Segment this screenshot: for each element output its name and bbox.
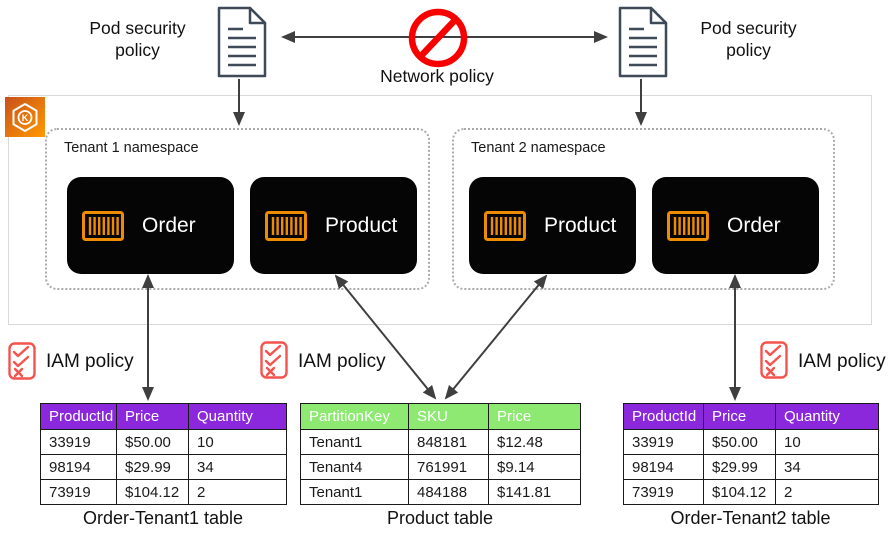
table-cell: Tenant1 xyxy=(300,479,409,505)
table-cell: $104.12 xyxy=(116,479,189,505)
pod-label: Product xyxy=(544,213,617,237)
table-cell: 34 xyxy=(775,454,879,480)
table-header-row: PartitionKey SKU Price xyxy=(300,403,581,430)
table-cell: $29.99 xyxy=(703,454,776,480)
table-cell: Tenant4 xyxy=(300,454,409,480)
table-cell: $141.81 xyxy=(488,479,581,505)
table-row: 33919 $50.00 10 xyxy=(40,429,287,455)
column-header: Price xyxy=(488,403,581,430)
container-icon xyxy=(265,210,307,241)
table-cell: 73919 xyxy=(40,479,117,505)
pod-order-tenant1: Order xyxy=(67,177,234,274)
pod-label: Order xyxy=(727,213,781,237)
iam-policy-label-middle: IAM policy xyxy=(298,351,386,372)
table-row: 98194 $29.99 34 xyxy=(623,454,879,480)
table-cell: $9.14 xyxy=(488,454,581,480)
pod-label: Order xyxy=(142,213,196,237)
iam-checklist-icon-right xyxy=(760,341,788,379)
column-header: Quantity xyxy=(775,403,879,430)
svg-text:K: K xyxy=(22,113,29,123)
table-cell: 484188 xyxy=(408,479,489,505)
pod-security-policy-label-right: Pod security policy xyxy=(700,18,797,60)
policy-document-icon-right xyxy=(618,6,668,78)
table-cell: 33919 xyxy=(40,429,117,455)
order-tenant1-table: ProductId Price Quantity 33919 $50.00 10… xyxy=(40,403,287,505)
tenant1-namespace: Tenant 1 namespace Order xyxy=(45,128,430,290)
table-cell: 761991 xyxy=(408,454,489,480)
table-cell: $50.00 xyxy=(116,429,189,455)
iam-policy-label-right: IAM policy xyxy=(798,351,886,372)
order-tenant2-table: ProductId Price Quantity 33919 $50.00 10… xyxy=(623,403,879,505)
container-icon xyxy=(667,210,709,241)
column-header: Quantity xyxy=(188,403,287,430)
table-cell: 10 xyxy=(188,429,287,455)
policy-document-icon-left xyxy=(217,6,267,78)
table-cell: 98194 xyxy=(623,454,704,480)
column-header: ProductId xyxy=(623,403,704,430)
table-cell: 2 xyxy=(188,479,287,505)
table-row: 73919 $104.12 2 xyxy=(40,479,287,505)
column-header: SKU xyxy=(408,403,489,430)
table-row: Tenant4 761991 $9.14 xyxy=(300,454,581,480)
container-icon xyxy=(82,210,124,241)
table-cell: 73919 xyxy=(623,479,704,505)
order-tenant2-table-caption: Order-Tenant2 table xyxy=(670,508,831,528)
column-header: ProductId xyxy=(40,403,117,430)
amazon-eks-icon: K xyxy=(5,97,45,137)
prohibition-icon xyxy=(408,8,468,68)
table-cell: $29.99 xyxy=(116,454,189,480)
tenant1-namespace-label: Tenant 1 namespace xyxy=(64,140,199,156)
table-cell: $104.12 xyxy=(703,479,776,505)
table-row: 73919 $104.12 2 xyxy=(623,479,879,505)
table-cell: 2 xyxy=(775,479,879,505)
iam-checklist-icon-middle xyxy=(260,341,288,379)
table-cell: 10 xyxy=(775,429,879,455)
pod-security-policy-label-left: Pod security policy xyxy=(89,18,186,60)
table-cell: 98194 xyxy=(40,454,117,480)
table-row: 98194 $29.99 34 xyxy=(40,454,287,480)
column-header: Price xyxy=(703,403,776,430)
tenant2-namespace-label: Tenant 2 namespace xyxy=(471,140,606,156)
pod-order-tenant2: Order xyxy=(652,177,819,274)
network-policy-label: Network policy xyxy=(380,66,494,86)
table-cell: $50.00 xyxy=(703,429,776,455)
table-header-row: ProductId Price Quantity xyxy=(623,403,879,430)
column-header: Price xyxy=(116,403,189,430)
table-cell: Tenant1 xyxy=(300,429,409,455)
iam-checklist-icon-left xyxy=(8,342,36,380)
pod-label: Product xyxy=(325,213,398,237)
pod-product-tenant1: Product xyxy=(250,177,417,274)
table-cell: 33919 xyxy=(623,429,704,455)
pod-product-tenant2: Product xyxy=(469,177,636,274)
product-table-caption: Product table xyxy=(386,508,494,528)
column-header: PartitionKey xyxy=(300,403,409,430)
table-row: Tenant1 848181 $12.48 xyxy=(300,429,581,455)
table-row: Tenant1 484188 $141.81 xyxy=(300,479,581,505)
table-cell: 848181 xyxy=(408,429,489,455)
table-cell: 34 xyxy=(188,454,287,480)
table-row: 33919 $50.00 10 xyxy=(623,429,879,455)
iam-policy-label-left: IAM policy xyxy=(46,351,134,372)
tenant2-namespace: Tenant 2 namespace Product xyxy=(452,128,835,290)
container-icon xyxy=(484,210,526,241)
order-tenant1-table-caption: Order-Tenant1 table xyxy=(82,508,244,528)
product-table: PartitionKey SKU Price Tenant1 848181 $1… xyxy=(300,403,581,505)
table-cell: $12.48 xyxy=(488,429,581,455)
table-header-row: ProductId Price Quantity xyxy=(40,403,287,430)
